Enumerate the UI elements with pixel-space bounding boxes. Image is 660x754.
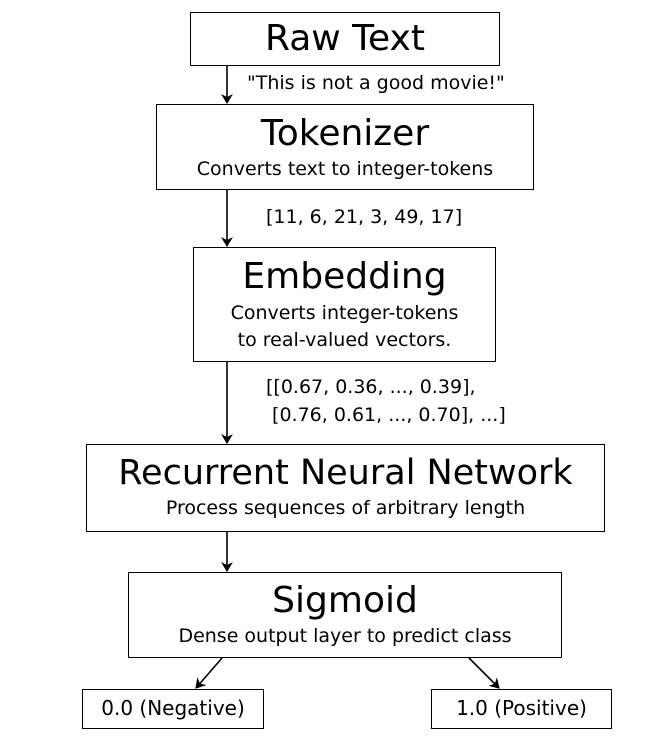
rnn-subtitle: Process sequences of arbitrary length <box>165 497 526 519</box>
edge-label-vectors-line1: [[0.67, 0.36, ..., 0.39], <box>266 376 476 398</box>
embedding-subtitle-line1: Converts integer-tokens <box>230 302 459 324</box>
embedding-subtitle-line2: to real-valued vectors. <box>237 329 452 351</box>
tokenizer-subtitle: Converts text to integer-tokens <box>196 158 494 180</box>
sigmoid-subtitle: Dense output layer to predict class <box>178 625 512 647</box>
embedding-node: Embedding Converts integer-tokens to rea… <box>193 247 496 362</box>
negative-output-label: 0.0 (Negative) <box>101 696 245 720</box>
raw-text-title: Raw Text <box>265 18 425 59</box>
positive-output-node: 1.0 (Positive) <box>431 689 612 729</box>
edge-label-vectors-line2: [0.76, 0.61, ..., 0.70], ...] <box>266 404 506 426</box>
rnn-node: Recurrent Neural Network Process sequenc… <box>86 444 605 532</box>
embedding-title: Embedding <box>242 256 447 297</box>
tokenizer-title: Tokenizer <box>260 113 430 154</box>
edge-label-raw-text: "This is not a good movie!" <box>247 72 505 94</box>
tokenizer-node: Tokenizer Converts text to integer-token… <box>156 104 534 190</box>
sigmoid-node: Sigmoid Dense output layer to predict cl… <box>128 572 562 658</box>
sigmoid-title: Sigmoid <box>272 580 418 621</box>
rnn-title: Recurrent Neural Network <box>118 453 573 493</box>
positive-output-label: 1.0 (Positive) <box>456 696 587 720</box>
negative-output-node: 0.0 (Negative) <box>82 689 264 729</box>
arrow-sigmoid-to-negative <box>195 657 223 689</box>
raw-text-node: Raw Text <box>190 12 500 66</box>
edge-label-token-ids: [11, 6, 21, 3, 49, 17] <box>266 206 463 228</box>
arrow-sigmoid-to-positive <box>468 657 500 689</box>
